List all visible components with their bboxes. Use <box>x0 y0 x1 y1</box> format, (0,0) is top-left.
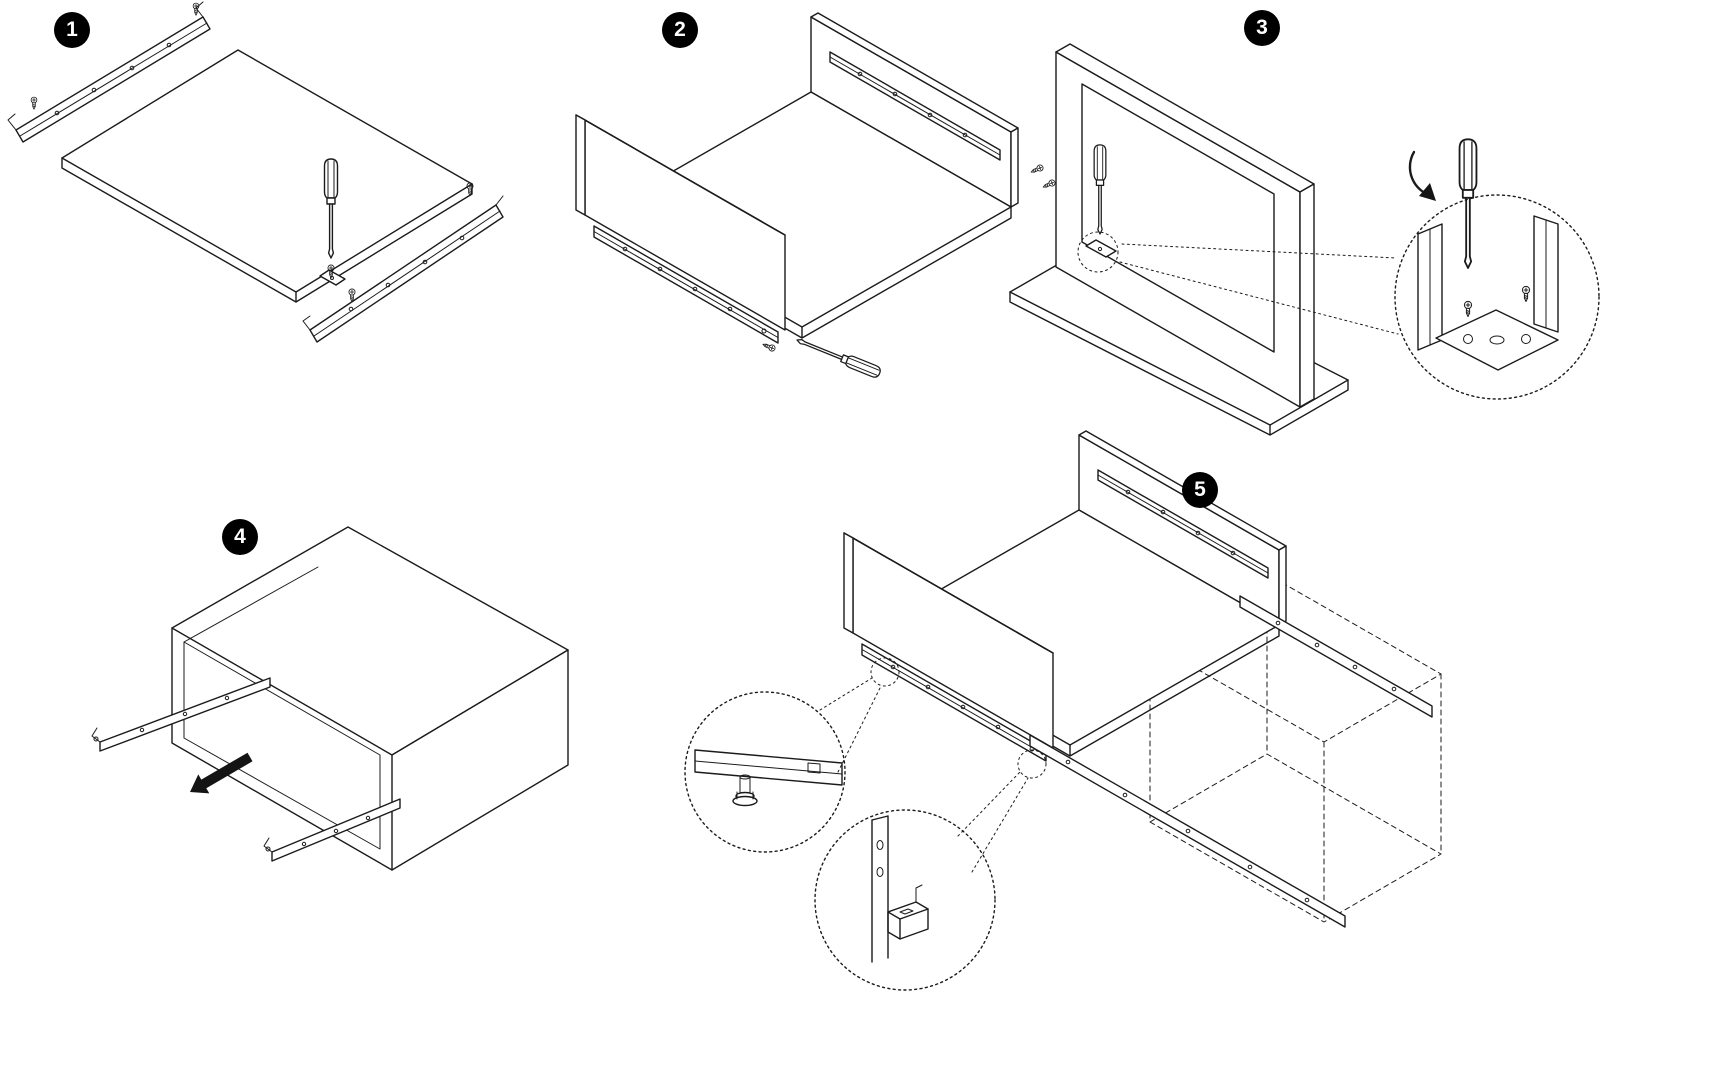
step-1-illustration <box>7 1 504 343</box>
slide-rail-upper <box>91 677 271 752</box>
corner-bracket <box>1077 231 1119 273</box>
step-3-illustration <box>1009 43 1600 436</box>
detail-circle-slide-adjuster <box>684 691 846 853</box>
slide-rail-lower <box>263 798 401 862</box>
step-2-badge: 2 <box>662 12 698 48</box>
step-5-badge: 5 <box>1182 472 1218 508</box>
step-3-badge: 3 <box>1244 10 1280 46</box>
detail-circle-bracket <box>1394 194 1600 400</box>
pull-direction-arrow-icon <box>190 752 253 794</box>
mounting-bracket <box>319 269 346 286</box>
callout-leader <box>957 771 1029 873</box>
cabinet-box <box>171 526 569 871</box>
drawer-assembly <box>575 12 1019 344</box>
step-1-badge: 1 <box>54 12 90 48</box>
drawer-frame-upright <box>1055 43 1315 408</box>
step-2-illustration <box>575 12 1057 380</box>
callout-leader <box>1119 243 1399 335</box>
callout-target-adjuster <box>870 657 900 687</box>
leveler-foot <box>732 774 758 807</box>
callout-target-latch <box>1017 749 1047 779</box>
callout-leader <box>819 677 881 773</box>
screwdriver-icon <box>1458 138 1478 269</box>
step-4-badge: 4 <box>222 519 258 555</box>
drawer-assembly <box>843 430 1287 762</box>
screw-icon <box>30 96 38 110</box>
screw-icon <box>1463 300 1473 317</box>
screw-icon <box>1521 285 1531 302</box>
screw-icon <box>1041 178 1057 191</box>
slide-rail-lower-extended <box>1029 734 1346 928</box>
detail-circle-latch <box>814 809 996 991</box>
latch-clip <box>887 884 929 940</box>
step-4-illustration <box>91 526 569 871</box>
slide-rail-right <box>302 195 504 343</box>
step-5-illustration <box>684 430 1442 991</box>
rotate-arrow-icon <box>1408 150 1436 201</box>
screwdriver-icon <box>794 333 883 380</box>
screw-icon <box>192 2 200 16</box>
screw-icon <box>1029 163 1045 176</box>
screw-icon <box>761 341 777 353</box>
slide-rail-upper-extended <box>1239 595 1433 718</box>
